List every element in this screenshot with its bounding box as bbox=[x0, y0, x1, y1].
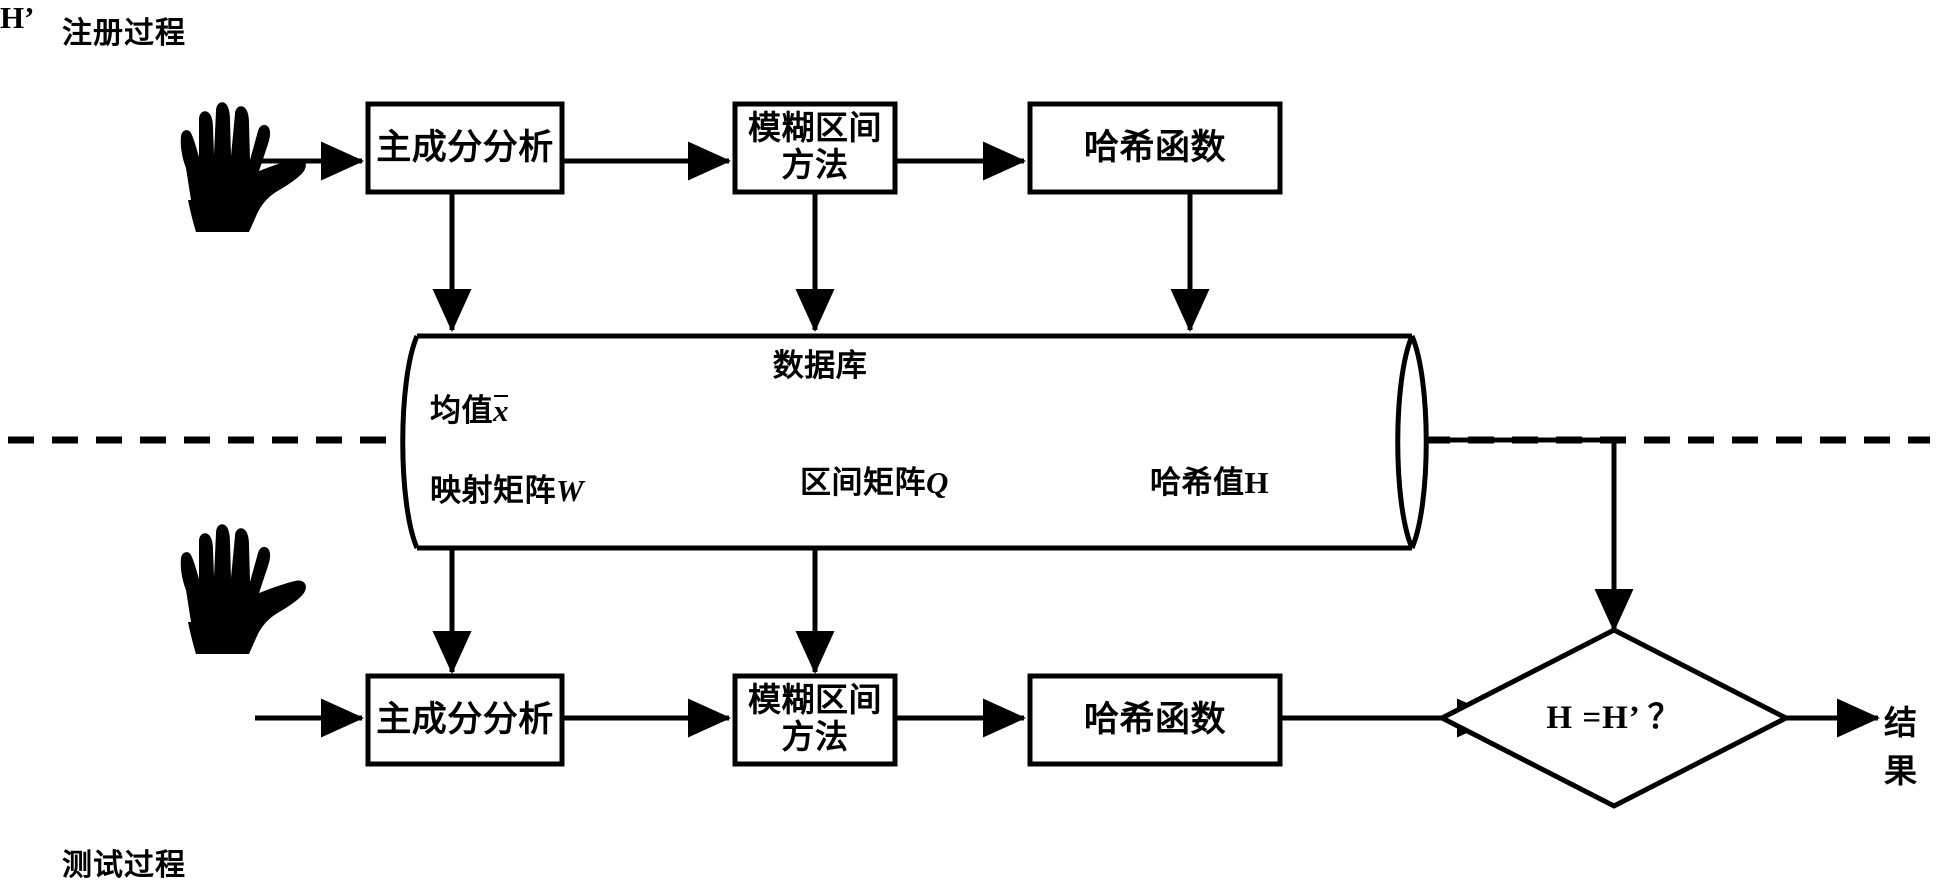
box-pca-test bbox=[365, 673, 565, 767]
box-hash-test bbox=[1027, 673, 1283, 767]
hand-palm-icon-test bbox=[180, 524, 306, 654]
box-pca-enroll bbox=[365, 101, 565, 195]
hash-output-label: H’ bbox=[0, 0, 35, 35]
hand-palm-icon-enroll bbox=[180, 102, 306, 232]
database-cylinder bbox=[400, 333, 1429, 551]
result-label: 结果 bbox=[1884, 706, 1918, 790]
testing-process-caption: 测试过程 bbox=[62, 849, 186, 882]
box-fuzzy-test bbox=[732, 673, 898, 767]
box-fuzzy-enroll bbox=[732, 101, 898, 195]
box-hash-enroll bbox=[1027, 101, 1283, 195]
enrollment-process-caption: 注册过程 bbox=[62, 17, 186, 50]
decision-diamond bbox=[1436, 627, 1792, 809]
arrow-db-to-decision bbox=[1424, 437, 1634, 633]
